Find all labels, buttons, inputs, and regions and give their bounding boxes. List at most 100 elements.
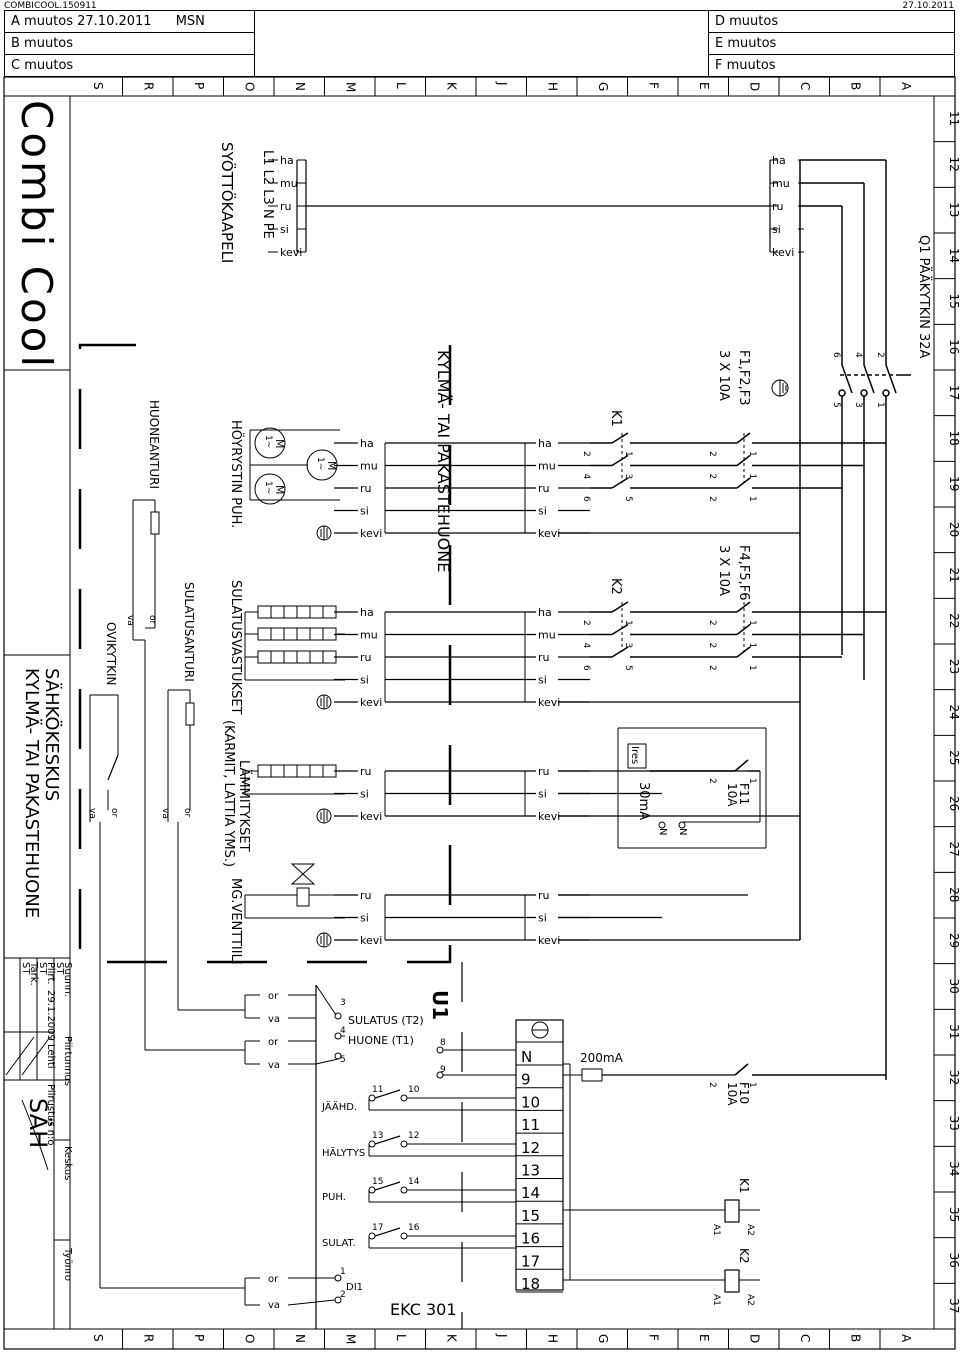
wire xyxy=(611,477,629,489)
terminal-dot xyxy=(368,1140,376,1148)
grid-number: 33 xyxy=(947,1116,960,1131)
grid-letter: F xyxy=(647,1334,661,1341)
title-line-2: KYLMÄ- TAI PAKASTEHUONE xyxy=(21,668,42,918)
terminal-number: 9 xyxy=(521,1071,531,1089)
design-date: 29.1.2009 xyxy=(45,990,56,1041)
grid-number: 11 xyxy=(947,111,960,126)
motor-label: M xyxy=(273,439,286,449)
circuit-wire-label: si xyxy=(360,788,369,801)
header-date: 27.10.2011 xyxy=(902,1,954,11)
terminal-dot xyxy=(334,1012,342,1020)
piirt-label: Piirt. xyxy=(45,962,56,985)
fuse-pin: 2 xyxy=(707,474,717,480)
circuit-wire-label: kevi xyxy=(538,696,560,709)
grid-letter: E xyxy=(697,82,711,90)
room-title: KYLMÄ- TAI PAKASTEHUONE xyxy=(434,350,453,572)
heater-element xyxy=(283,650,298,664)
grid-letter: G xyxy=(596,82,610,91)
rcd-box xyxy=(617,727,767,849)
circuit-wire-label: ru xyxy=(538,482,550,495)
circuit-wire-label: si xyxy=(538,912,547,925)
grid-number: 15 xyxy=(947,294,960,309)
grid-letter: A xyxy=(899,82,913,91)
contactor-pin: 4 xyxy=(581,474,591,480)
revision-f: F muutos xyxy=(708,55,954,77)
grid-number: 24 xyxy=(947,705,960,720)
terminal-dot xyxy=(400,1186,408,1194)
terminal-number: 14 xyxy=(521,1184,540,1202)
keskus-label: Keskus xyxy=(62,1146,73,1180)
sensor-wire: va xyxy=(160,808,170,819)
wire xyxy=(611,454,629,467)
grid-letter: S xyxy=(91,82,105,90)
circuit-wire-label: ru xyxy=(538,651,550,664)
circuit-wire-label: ha xyxy=(538,437,552,450)
grid-number: 18 xyxy=(947,431,960,446)
supply-wire-label: mu xyxy=(772,177,790,190)
heater-element xyxy=(309,627,324,641)
switch-pin: 4 xyxy=(853,352,863,358)
circuit-wire-label: kevi xyxy=(538,527,560,540)
terminal-number: 17 xyxy=(521,1252,540,1270)
logo-text: Combi Cool xyxy=(12,100,61,370)
coil-pin: A2 xyxy=(745,1294,755,1306)
grid-letter: D xyxy=(748,1334,762,1343)
ctrl-pin: 4 xyxy=(340,1026,346,1036)
grid-number: 25 xyxy=(947,750,960,765)
grid-letter: M xyxy=(344,1334,358,1344)
terminal-dot xyxy=(368,1186,376,1194)
sensor-wire: va xyxy=(87,808,97,819)
solenoid-coil xyxy=(296,887,310,907)
terminal-number: 13 xyxy=(521,1162,540,1180)
fuse-pin: 1 xyxy=(747,451,757,457)
grid-letter: B xyxy=(849,82,863,90)
piirustus-label: Piirustus n:o xyxy=(45,1084,56,1146)
f10-rating: 10A xyxy=(725,1082,739,1106)
circuit-wire-label: ru xyxy=(538,889,550,902)
ctrl-pin: 16 xyxy=(408,1223,420,1233)
evap-fans-label: HÖYRYSTIN PUH. xyxy=(228,420,245,528)
k1-label: K1 xyxy=(608,410,623,427)
ctrl-pin: 2 xyxy=(340,1290,346,1300)
ctrl-pin: 14 xyxy=(408,1177,420,1187)
circuit-wire-label: ha xyxy=(360,437,374,450)
grid-letter: H xyxy=(546,82,560,91)
wire xyxy=(315,984,337,1016)
input-wire: or xyxy=(268,1037,279,1048)
grid-number: 16 xyxy=(947,339,960,354)
grid-number: 32 xyxy=(947,1070,960,1085)
circuit-wire-label: si xyxy=(360,505,369,518)
heater-element xyxy=(283,627,298,641)
circuit-wire-label: si xyxy=(360,912,369,925)
defrost-sensor xyxy=(185,702,195,726)
supply-cable-wires xyxy=(296,160,771,252)
grid-number: 31 xyxy=(947,1024,960,1039)
room-sensor xyxy=(150,511,160,535)
piirt-value: ST xyxy=(37,962,48,975)
grid-letter: L xyxy=(394,1334,408,1341)
terminal-earth xyxy=(531,1021,549,1039)
heater-element xyxy=(270,764,285,778)
fuse-pin: 1 xyxy=(747,496,757,502)
out-halytys: HÄLYTYS xyxy=(322,1146,365,1159)
motor-label: M xyxy=(325,461,338,471)
terminal-number: 15 xyxy=(521,1207,540,1225)
grid-letter: M xyxy=(344,82,358,92)
grid-letter: H xyxy=(546,1334,560,1343)
supply-wire-label: mu xyxy=(280,177,298,190)
grid-number: 36 xyxy=(947,1253,960,1268)
earth-symbol xyxy=(316,808,332,824)
coil-symbol xyxy=(724,1199,740,1223)
fuses-2-label: F4,F5,F6 xyxy=(736,545,751,601)
evaporator-fans: M1~M1~M1~ xyxy=(249,427,340,505)
circuit-wire-label: ha xyxy=(360,606,374,619)
room-sensor-label: HUONEANTURI xyxy=(147,400,161,489)
suunn-label: Suunn. xyxy=(62,962,73,997)
input-sulatus: SULATUS (T2) xyxy=(348,1014,424,1027)
fuse-pin: 1 xyxy=(747,620,757,626)
grid-letter: N xyxy=(293,82,307,91)
